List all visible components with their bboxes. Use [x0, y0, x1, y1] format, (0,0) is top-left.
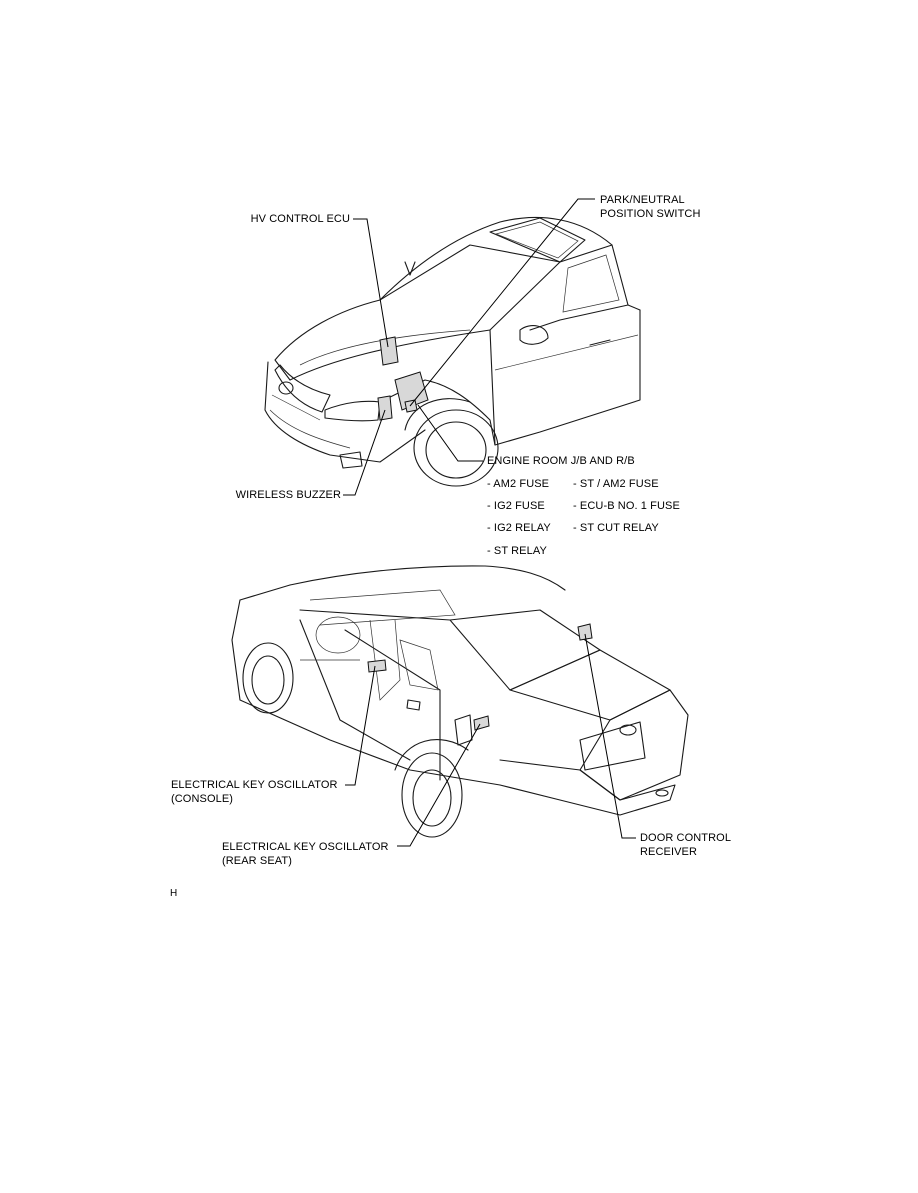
label-park-neutral-line2: POSITION SWITCH — [600, 208, 701, 220]
label-hv-control-ecu: HV CONTROL ECU — [250, 213, 350, 225]
engine-room-item: - ST CUT RELAY — [573, 522, 659, 534]
label-wireless-buzzer: WIRELESS BUZZER — [235, 489, 341, 501]
front-car-illustration — [264, 216, 641, 487]
label-eko-rear-line2: (REAR SEAT) — [222, 855, 292, 867]
engine-room-item: - AM2 FUSE — [487, 478, 550, 490]
engine-room-item: - ECU-B NO. 1 FUSE — [573, 500, 680, 512]
engine-room-item: - IG2 FUSE — [487, 500, 545, 512]
engine-room-item: - ST RELAY — [487, 545, 547, 557]
rear-leader-lines — [345, 633, 636, 847]
front-leader-lines — [343, 198, 595, 496]
engine-room-item: - IG2 RELAY — [487, 522, 551, 534]
label-eko-console-line1: ELECTRICAL KEY OSCILLATOR — [171, 779, 338, 791]
label-eko-rear-line1: ELECTRICAL KEY OSCILLATOR — [222, 841, 389, 853]
label-door-control-line2: RECEIVER — [640, 846, 698, 858]
label-park-neutral-line1: PARK/NEUTRAL — [600, 194, 685, 206]
label-door-control-line1: DOOR CONTROL — [640, 832, 732, 844]
label-engine-room: ENGINE ROOM J/B AND R/B — [487, 455, 635, 467]
rear-car-illustration — [231, 565, 689, 838]
footer-code: H — [170, 888, 178, 899]
label-eko-console-line2: (CONSOLE) — [171, 793, 234, 805]
engine-room-item: - ST / AM2 FUSE — [573, 478, 659, 490]
